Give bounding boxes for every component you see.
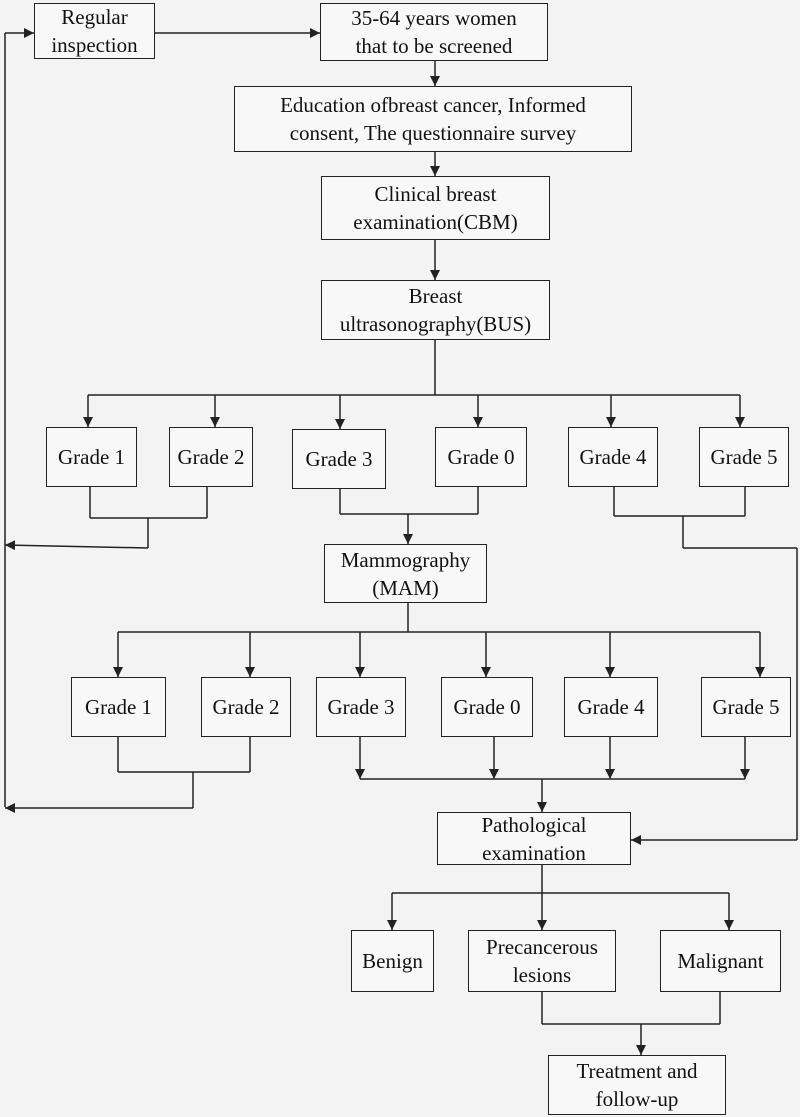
regular-inspection-box: Regular inspection (34, 3, 155, 59)
mam-grade-2-box: Grade 2 (201, 677, 291, 737)
bus-grade-4-box: Grade 4 (568, 427, 658, 487)
women-to-screen-box: 35-64 years women that to be screened (320, 3, 548, 61)
malignant-box: Malignant (660, 930, 781, 992)
breast-ultrasonography-box: Breast ultrasonography(BUS) (321, 280, 550, 340)
precancerous-lesions-box: Precancerous lesions (468, 930, 616, 992)
mam-grade-0-box: Grade 0 (441, 677, 533, 737)
bus-grade-0-box: Grade 0 (435, 427, 527, 487)
treatment-follow-up-box: Treatment and follow-up (548, 1055, 726, 1115)
mam-grade-5-box: Grade 5 (701, 677, 791, 737)
mam-grade-3-box: Grade 3 (316, 677, 406, 737)
benign-box: Benign (351, 930, 434, 992)
pathological-examination-box: Pathological examination (437, 812, 631, 865)
clinical-breast-exam-box: Clinical breast examination(CBM) (321, 176, 550, 240)
bus-grade-1-box: Grade 1 (46, 427, 137, 487)
mam-grade-4-box: Grade 4 (564, 677, 658, 737)
bus-grade-3-box: Grade 3 (292, 429, 386, 489)
bus-grade-2-box: Grade 2 (169, 427, 253, 487)
bus-grade-5-box: Grade 5 (699, 427, 789, 487)
mam-grade-1-box: Grade 1 (71, 677, 166, 737)
education-consent-box: Education ofbreast cancer, Informed cons… (234, 86, 632, 152)
mammography-box: Mammography (MAM) (324, 544, 487, 603)
